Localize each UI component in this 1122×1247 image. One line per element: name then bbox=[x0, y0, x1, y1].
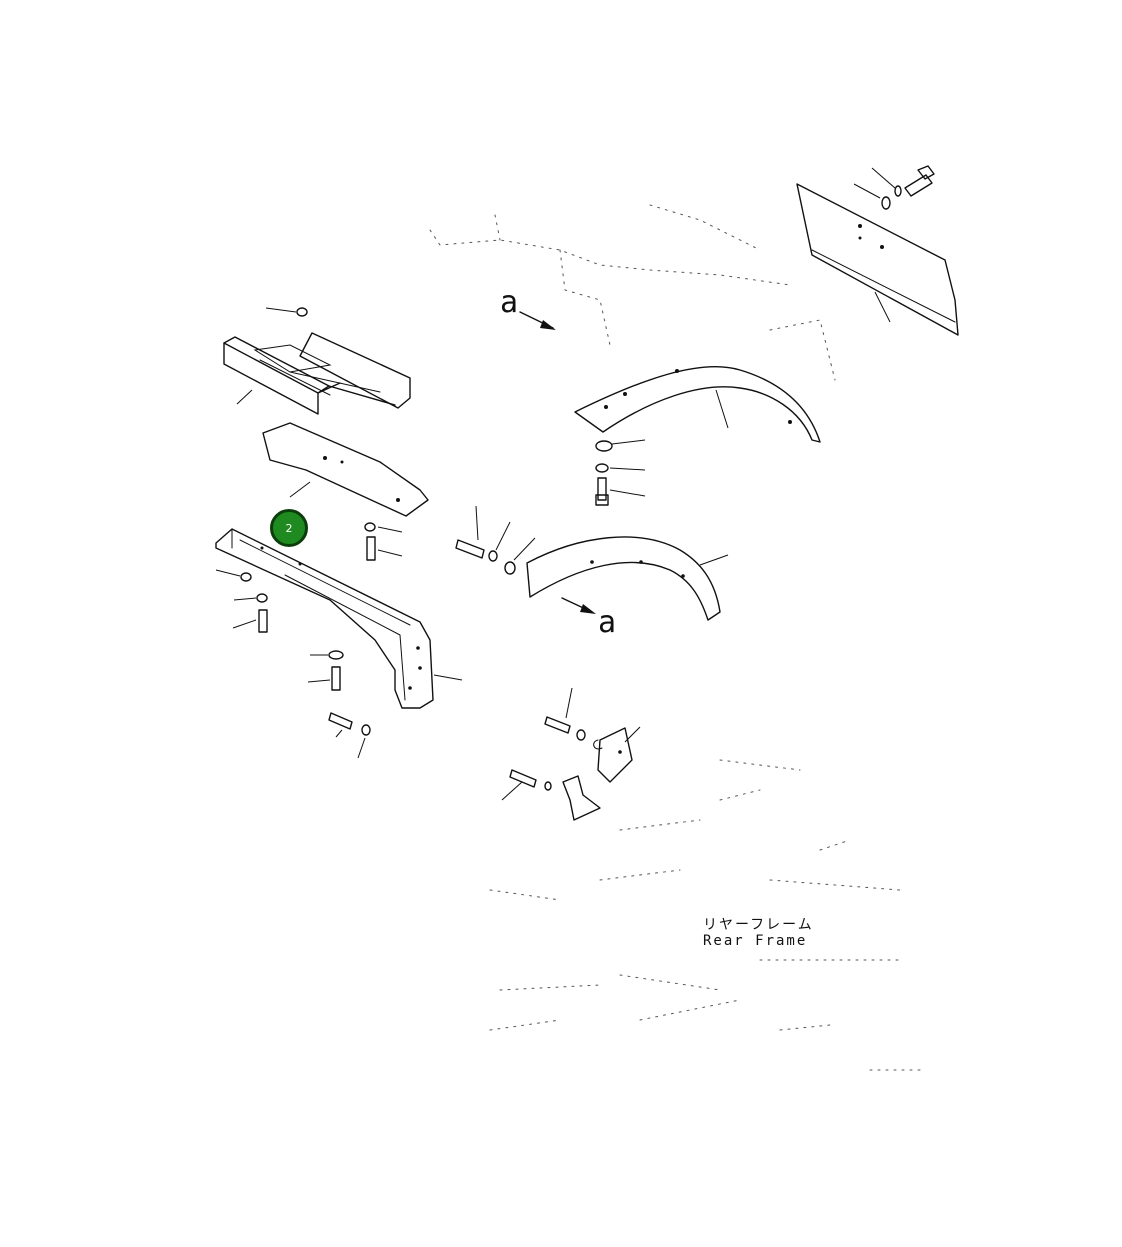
lower-brackets bbox=[501, 687, 641, 821]
bolt-middle bbox=[455, 505, 536, 575]
background-frame-outline bbox=[429, 204, 926, 1071]
rear-plate bbox=[796, 183, 959, 336]
upper-fender bbox=[574, 366, 821, 506]
caption-english: Rear Frame bbox=[703, 933, 808, 949]
part-marker-label: 2 bbox=[285, 521, 293, 535]
arrow-label-top: a bbox=[500, 285, 518, 320]
cover-plate bbox=[262, 422, 429, 517]
bolt-top-right bbox=[853, 165, 935, 210]
part-marker-2[interactable]: 2 bbox=[270, 509, 308, 547]
lower-fender bbox=[526, 536, 729, 621]
upper-bracket bbox=[223, 307, 411, 415]
bolt-center bbox=[364, 522, 403, 561]
bolts-left bbox=[215, 569, 371, 759]
caption-japanese: リヤーフレーム bbox=[703, 917, 814, 933]
side-frame bbox=[215, 528, 463, 709]
view-arrow-bottom: a bbox=[561, 597, 616, 640]
view-arrow-top: a bbox=[500, 285, 556, 330]
arrow-label-bottom: a bbox=[598, 605, 616, 640]
